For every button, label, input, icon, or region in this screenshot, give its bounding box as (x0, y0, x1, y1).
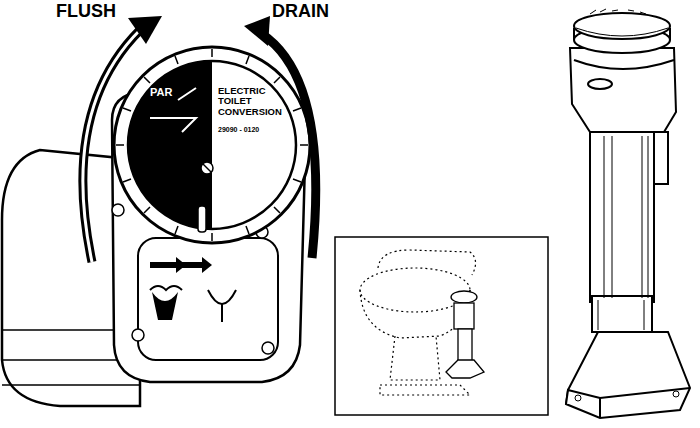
product-label: ELECTRIC TOILET CONVERSION (218, 86, 282, 117)
brand-label: PAR (150, 86, 172, 98)
direction-label: DRAIN (272, 2, 329, 22)
part-number: 29090 - 0120 (218, 126, 259, 134)
direction-label: FLUSH (56, 2, 116, 22)
